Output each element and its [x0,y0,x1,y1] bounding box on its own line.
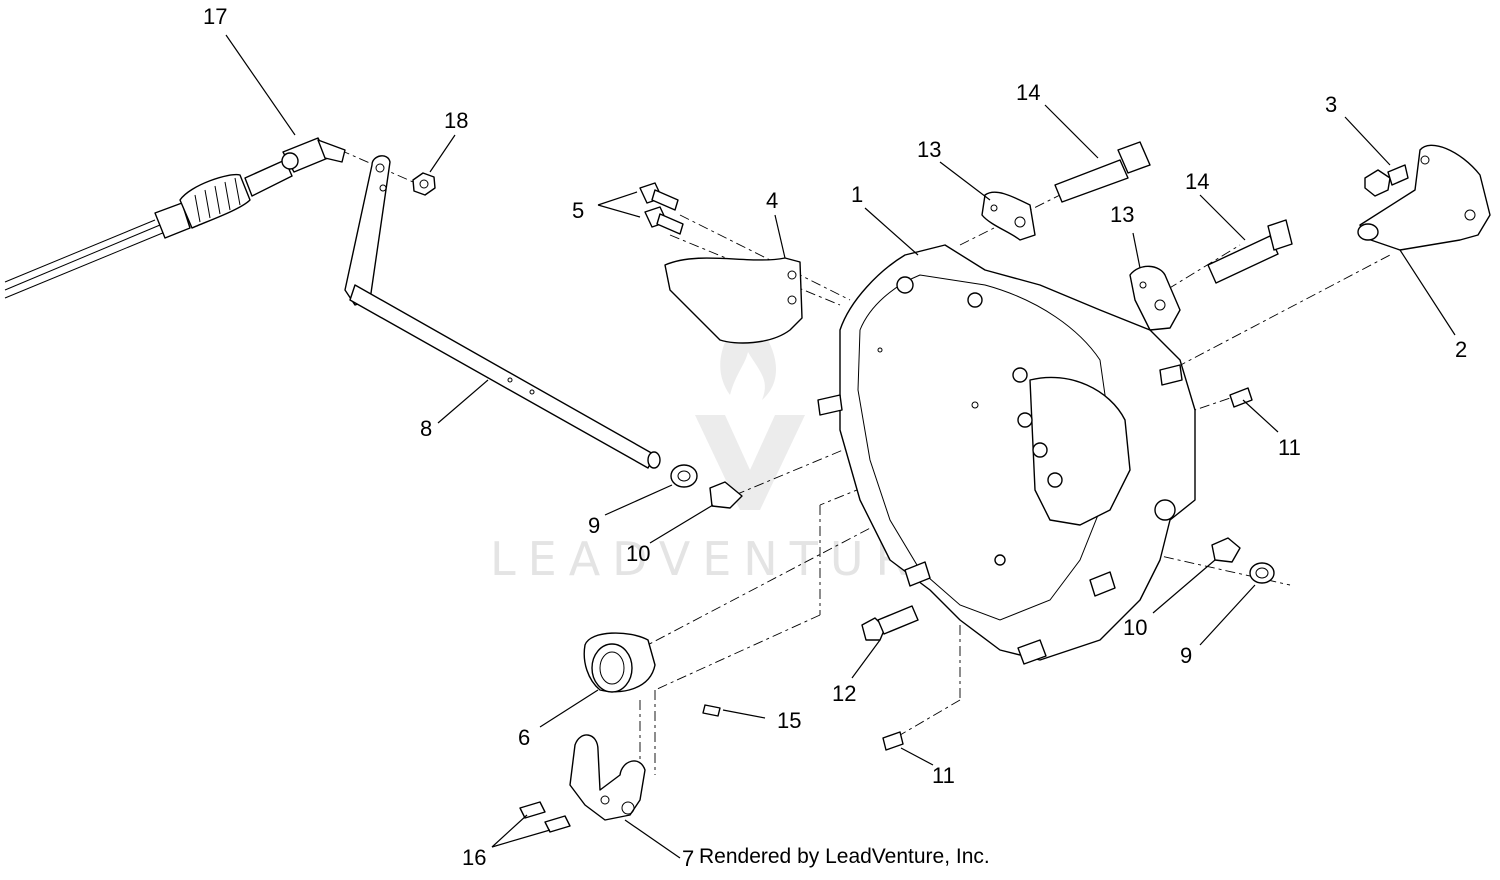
callout-13-lower: 13 [1110,202,1134,227]
part-18-nut [412,172,436,196]
callout-9-left: 9 [588,513,600,538]
part-16-pins [519,801,571,833]
part-3-bolt [1364,164,1409,197]
callout-5: 5 [572,198,584,223]
callout-8: 8 [420,416,432,441]
callout-14-lower: 14 [1185,169,1209,194]
callout-15: 15 [777,708,801,733]
part-4-bracket [664,257,803,344]
part-9-seal-left [670,464,698,488]
leader-lines [225,34,1456,859]
callout-4: 4 [766,188,778,213]
watermark-text: LEADVENTURE [490,532,961,586]
callout-12: 12 [832,681,856,706]
part-13-bracket-lower [1129,265,1181,331]
callout-9-right: 9 [1180,643,1192,668]
callout-14-upper: 14 [1016,80,1040,105]
callout-10-right: 10 [1123,615,1147,640]
part-9-seal-right [1249,562,1275,584]
part-2-boss [1357,144,1491,251]
part-7-fork [569,734,646,821]
callout-7: 7 [682,846,694,871]
part-17-throttle-cable [4,137,346,299]
callout-1: 1 [851,182,863,207]
part-13-bracket-upper [981,191,1036,241]
part-6-bearing [583,632,656,693]
part-11-pin-upper [1229,387,1253,408]
part-14-bolt-upper [1054,141,1151,203]
part-10-bushing-right [1211,537,1241,563]
part-1-housing [817,244,1196,665]
callout-2: 2 [1455,337,1467,362]
callout-11-lower: 11 [932,763,955,788]
watermark-v-logo-icon [695,415,805,510]
callout-3: 3 [1325,92,1337,117]
part-14-bolt-lower [1207,219,1293,284]
watermark: LEADVENTURE [490,310,961,586]
callouts: 17 18 5 4 1 13 14 13 14 3 2 8 11 9 10 10… [203,4,1467,871]
part-12-bolt [861,605,919,641]
render-credit: Rendered by LeadVenture, Inc. [699,845,990,868]
callout-13-upper: 13 [917,137,941,162]
callout-6: 6 [518,725,530,750]
part-5-bolts [639,182,684,235]
part-11-pin-lower [882,731,904,751]
part-15-pin [702,704,721,717]
part-10-bushing-left [709,481,743,509]
callout-16: 16 [462,845,486,870]
callout-10-left: 10 [626,541,650,566]
callout-18: 18 [444,108,468,133]
callout-17: 17 [203,4,227,29]
part-8-shaft [344,155,661,469]
callout-11-upper: 11 [1278,435,1301,460]
